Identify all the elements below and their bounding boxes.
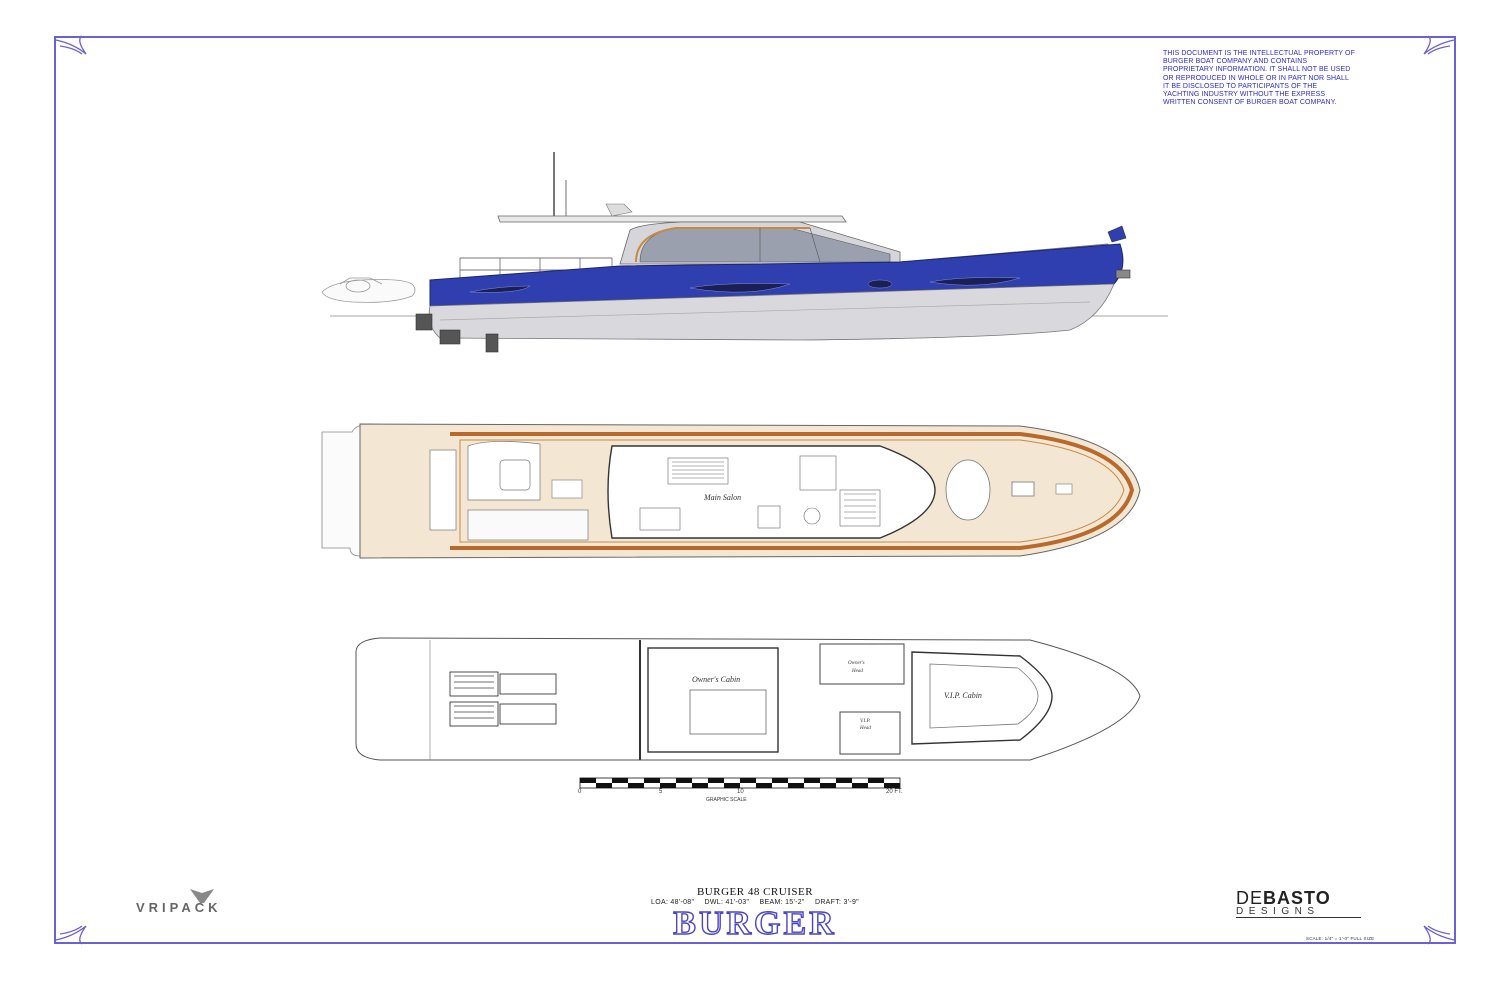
scale-bar-segment <box>644 778 660 783</box>
debasto-de: DE <box>1236 888 1264 908</box>
vip-berth <box>929 663 1039 729</box>
vip-head <box>839 711 901 755</box>
scale-bar-segment <box>804 778 820 783</box>
scale-bar-segment <box>660 783 676 788</box>
notice-line: WRITTEN CONSENT OF BURGER BOAT COMPANY. <box>1163 99 1337 107</box>
scale-bar-segment <box>676 778 692 783</box>
label-owners-head-2: Head <box>851 669 863 674</box>
spec-draft: DRAFT: 3'-9" <box>814 899 859 906</box>
scale-bar-segment <box>772 778 788 783</box>
scale-caption: GRAPHIC SCALE <box>706 797 747 803</box>
scale-note: SCALE: 1/4" = 1'-0" FULL SIZE <box>1306 936 1375 941</box>
label-owners-cabin: Owner's Cabin <box>692 675 740 684</box>
debasto-logo: DEBASTO DESIGNS <box>1236 889 1361 918</box>
vripack-mark-icon <box>190 889 214 903</box>
hull-bottom <box>428 283 1115 341</box>
spec-beam: BEAM: 15'-2" <box>759 899 805 906</box>
scale-bar-segment <box>596 783 612 788</box>
proprietary-notice: THIS DOCUMENT IS THE INTELLECTUAL PROPER… <box>1163 50 1413 107</box>
cabin-windows <box>639 227 891 263</box>
scale-bar-segment <box>820 783 836 788</box>
frame-ornaments <box>55 35 1455 945</box>
salon-furniture <box>639 455 881 531</box>
label-vip-head-1: V.I.P. <box>860 719 870 724</box>
engine-room <box>449 671 557 727</box>
notice-line: BURGER BOAT COMPANY AND CONTAINS <box>1163 58 1308 66</box>
principal-dimensions: LOA: 48'-08" DWL: 41'-03" BEAM: 15'-2" D… <box>600 899 910 906</box>
notice-line: THIS DOCUMENT IS THE INTELLECTUAL PROPER… <box>1163 50 1355 57</box>
scale-tick-0: 0 <box>578 789 582 795</box>
scale-bar-segment <box>884 783 900 788</box>
scale-bar-segment <box>628 783 644 788</box>
accommodation-plan: Owner's Cabin Owner's Head V.I.P. Head V… <box>355 637 1141 761</box>
scale-tick-10: 10 <box>737 789 744 795</box>
vripack-logo: VRIPACK <box>136 900 222 915</box>
deck-hatch <box>551 479 583 499</box>
graphic-scale <box>579 777 901 789</box>
scale-bar-segment <box>708 778 724 783</box>
deck-plan-view: Main Salon <box>321 423 1141 559</box>
model-name: BURGER 48 CRUISER <box>696 886 814 898</box>
profile-view <box>321 152 1168 353</box>
label-vip-head-2: Head <box>859 726 871 731</box>
scale-bar-segment <box>836 778 852 783</box>
scale-bar-segment <box>692 783 708 788</box>
notice-line: PROPRIETARY INFORMATION. IT SHALL NOT BE… <box>1163 66 1351 74</box>
running-gear <box>415 269 1131 353</box>
spec-dwl: DWL: 41'-03" <box>704 899 750 906</box>
scale-bar-segment <box>724 783 740 788</box>
scale-tick-20: 20 FT. <box>886 789 903 795</box>
spec-loa: LOA: 48'-08" <box>651 899 695 906</box>
owners-berth <box>689 689 767 735</box>
burger-logo: BURGER <box>673 905 837 942</box>
scale-bar-segment <box>612 778 628 783</box>
anchor-locker <box>1055 483 1073 495</box>
owners-head <box>819 643 905 685</box>
scale-bar-segment <box>868 778 884 783</box>
label-owners-head-1: Owner's <box>848 661 865 666</box>
scale-tick-5: 5 <box>659 789 663 795</box>
debasto-designs: DESIGNS <box>1236 907 1361 918</box>
hull-portlights <box>469 277 1021 293</box>
window-trim <box>635 227 810 263</box>
vip-cabin-outline <box>911 651 1053 745</box>
scale-bar-segment <box>788 783 804 788</box>
foredeck-sunpad <box>945 459 991 521</box>
label-vip-cabin: V.I.P. Cabin <box>944 691 982 700</box>
tender <box>321 277 416 303</box>
bow-flag-icon <box>1107 225 1127 243</box>
hardtop <box>497 215 847 223</box>
scale-bar-segment <box>852 783 868 788</box>
drawing-frame <box>54 36 1456 944</box>
caprail <box>450 432 1135 550</box>
scale-bar-segment <box>756 783 772 788</box>
cockpit-furniture <box>429 441 589 541</box>
label-main-salon: Main Salon <box>703 493 741 502</box>
scale-bar-segment <box>740 778 756 783</box>
radar-dome <box>605 203 633 217</box>
notice-line: YACHTING INDUSTRY WITHOUT THE EXPRESS <box>1163 91 1326 99</box>
notice-line: OR REPRODUCED IN WHOLE OR IN PART NOR SH… <box>1163 74 1349 82</box>
debasto-basto: BASTO <box>1263 888 1331 908</box>
scale-bar-segment <box>580 778 596 783</box>
title-block: BURGER 48 CRUISER LOA: 48'-08" DWL: 41'-… <box>600 886 910 941</box>
notice-line: IT BE DISCLOSED TO PARTICIPANTS OF THE <box>1163 82 1318 90</box>
forward-hatch <box>1011 481 1035 497</box>
